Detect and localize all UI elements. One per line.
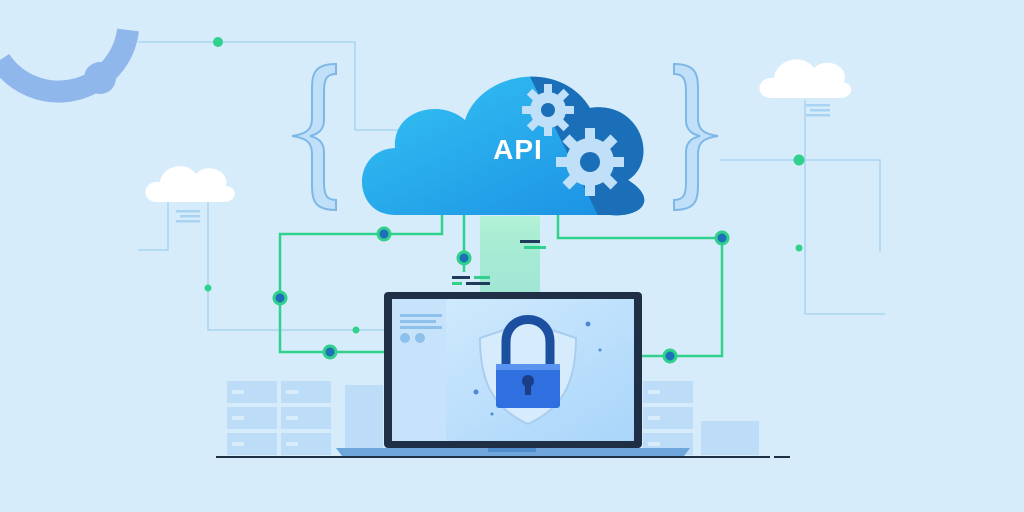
decorative-ring bbox=[0, 28, 139, 103]
sparkle-dots bbox=[473, 321, 602, 416]
connector-dot bbox=[213, 37, 223, 47]
connector-node bbox=[272, 290, 288, 306]
connector-node bbox=[322, 344, 338, 360]
connector-node bbox=[456, 250, 472, 266]
small-cloud-icon bbox=[145, 166, 235, 223]
data-beam bbox=[480, 216, 540, 292]
connector-nodes bbox=[272, 226, 730, 364]
padlock-icon bbox=[496, 315, 560, 408]
connector-node bbox=[714, 230, 730, 246]
connector-dot bbox=[793, 154, 805, 166]
connector-node bbox=[376, 226, 392, 242]
gear-icon bbox=[522, 84, 574, 136]
gear-icon bbox=[556, 128, 624, 196]
cloud-icon bbox=[361, 76, 645, 216]
laptop-icon bbox=[336, 292, 690, 456]
connector-dot bbox=[795, 244, 803, 252]
connector-node bbox=[662, 348, 678, 364]
code-snippet-icon bbox=[452, 240, 546, 285]
curly-brace-icon bbox=[673, 62, 719, 212]
connector-dot bbox=[352, 326, 360, 334]
ground-line bbox=[216, 456, 770, 458]
curly-brace-icon bbox=[291, 62, 337, 212]
background-lines bbox=[138, 41, 885, 331]
api-label: API bbox=[493, 134, 543, 165]
server-icon bbox=[225, 379, 385, 457]
connector-dot bbox=[204, 284, 212, 292]
small-cloud-icon bbox=[759, 59, 852, 117]
